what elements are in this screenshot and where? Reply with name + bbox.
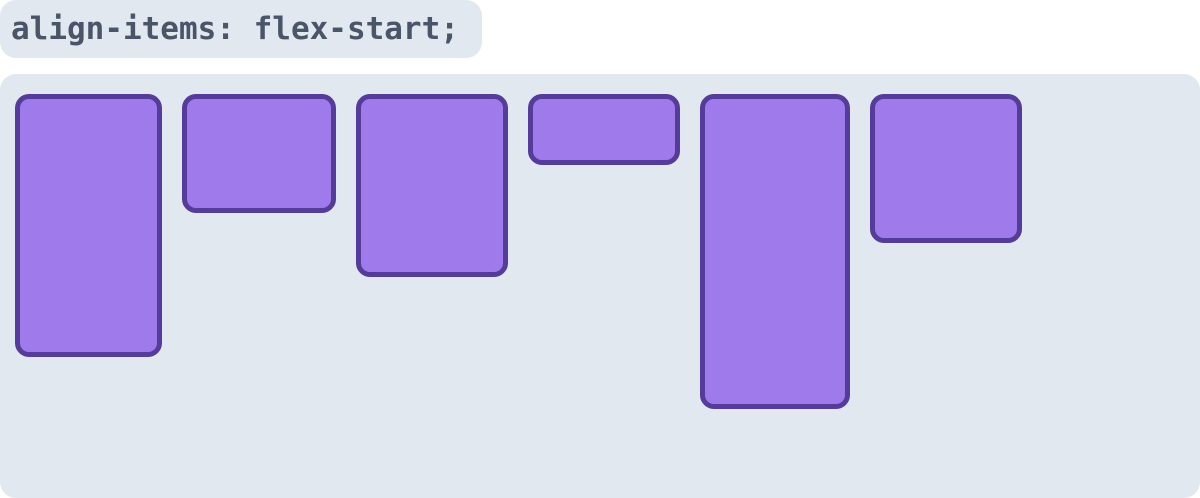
flex-item-2 <box>182 94 336 213</box>
flex-item-3 <box>356 94 508 277</box>
flex-item-6 <box>870 94 1022 243</box>
flex-item-4 <box>528 94 680 165</box>
flex-item-5 <box>700 94 850 409</box>
flex-item-1 <box>15 94 162 357</box>
flex-container <box>0 74 1200 498</box>
code-label: align-items: flex-start; <box>0 0 482 58</box>
